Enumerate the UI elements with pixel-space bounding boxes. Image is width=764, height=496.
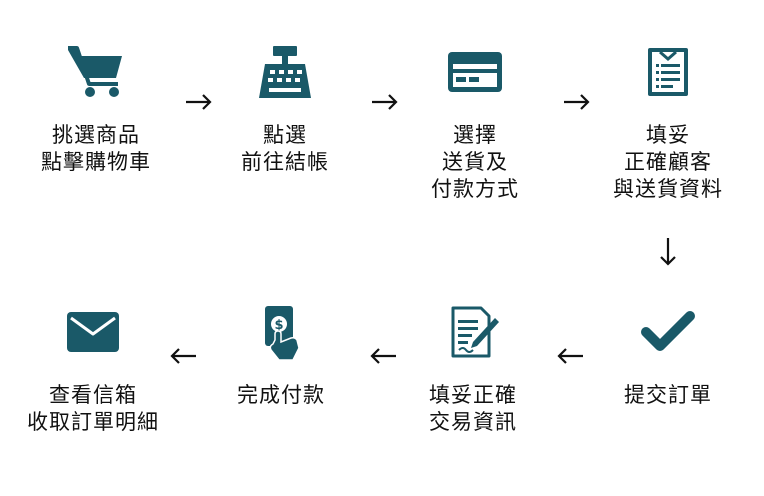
- step-2: 點選 前往結帳: [210, 44, 360, 176]
- step-1-label: 挑選商品 點擊購物車: [41, 123, 151, 174]
- step-8-label: 查看信箱 收取訂單明細: [27, 383, 159, 434]
- step-3-label: 選擇 送貨及 付款方式: [431, 123, 519, 201]
- step-3: 選擇 送貨及 付款方式: [400, 44, 550, 203]
- step-7: $ 完成付款: [206, 304, 356, 409]
- svg-text:$: $: [274, 318, 283, 333]
- step-4-label: 填妥 正確顧客 與送貨資料: [613, 123, 723, 201]
- payment-hand-icon: $: [251, 304, 311, 360]
- arrow-right-1: [186, 94, 212, 110]
- step-5-label: 提交訂單: [624, 383, 712, 407]
- arrow-left-3: [170, 348, 196, 364]
- checkmark-icon: [638, 304, 698, 360]
- envelope-icon: [63, 304, 123, 360]
- step-4: 填妥 正確顧客 與送貨資料: [593, 44, 743, 203]
- arrow-right-3: [564, 94, 590, 110]
- step-8: 查看信箱 收取訂單明細: [18, 304, 168, 436]
- form-document-icon: [638, 44, 698, 100]
- step-5: 提交訂單: [593, 304, 743, 409]
- arrow-left-2: [370, 348, 396, 364]
- cash-register-icon: [255, 44, 315, 100]
- credit-card-icon: [445, 44, 505, 100]
- step-6-label: 填妥正確 交易資訊: [429, 383, 517, 434]
- arrow-left-1: [557, 348, 583, 364]
- step-2-label: 點選 前往結帳: [241, 123, 329, 174]
- shopping-cart-icon: [66, 44, 126, 100]
- step-1: 挑選商品 點擊購物車: [21, 44, 171, 176]
- step-7-label: 完成付款: [237, 383, 325, 407]
- arrow-right-2: [372, 94, 398, 110]
- arrow-down: [660, 238, 676, 266]
- document-edit-icon: [443, 304, 503, 360]
- step-6: 填妥正確 交易資訊: [398, 304, 548, 436]
